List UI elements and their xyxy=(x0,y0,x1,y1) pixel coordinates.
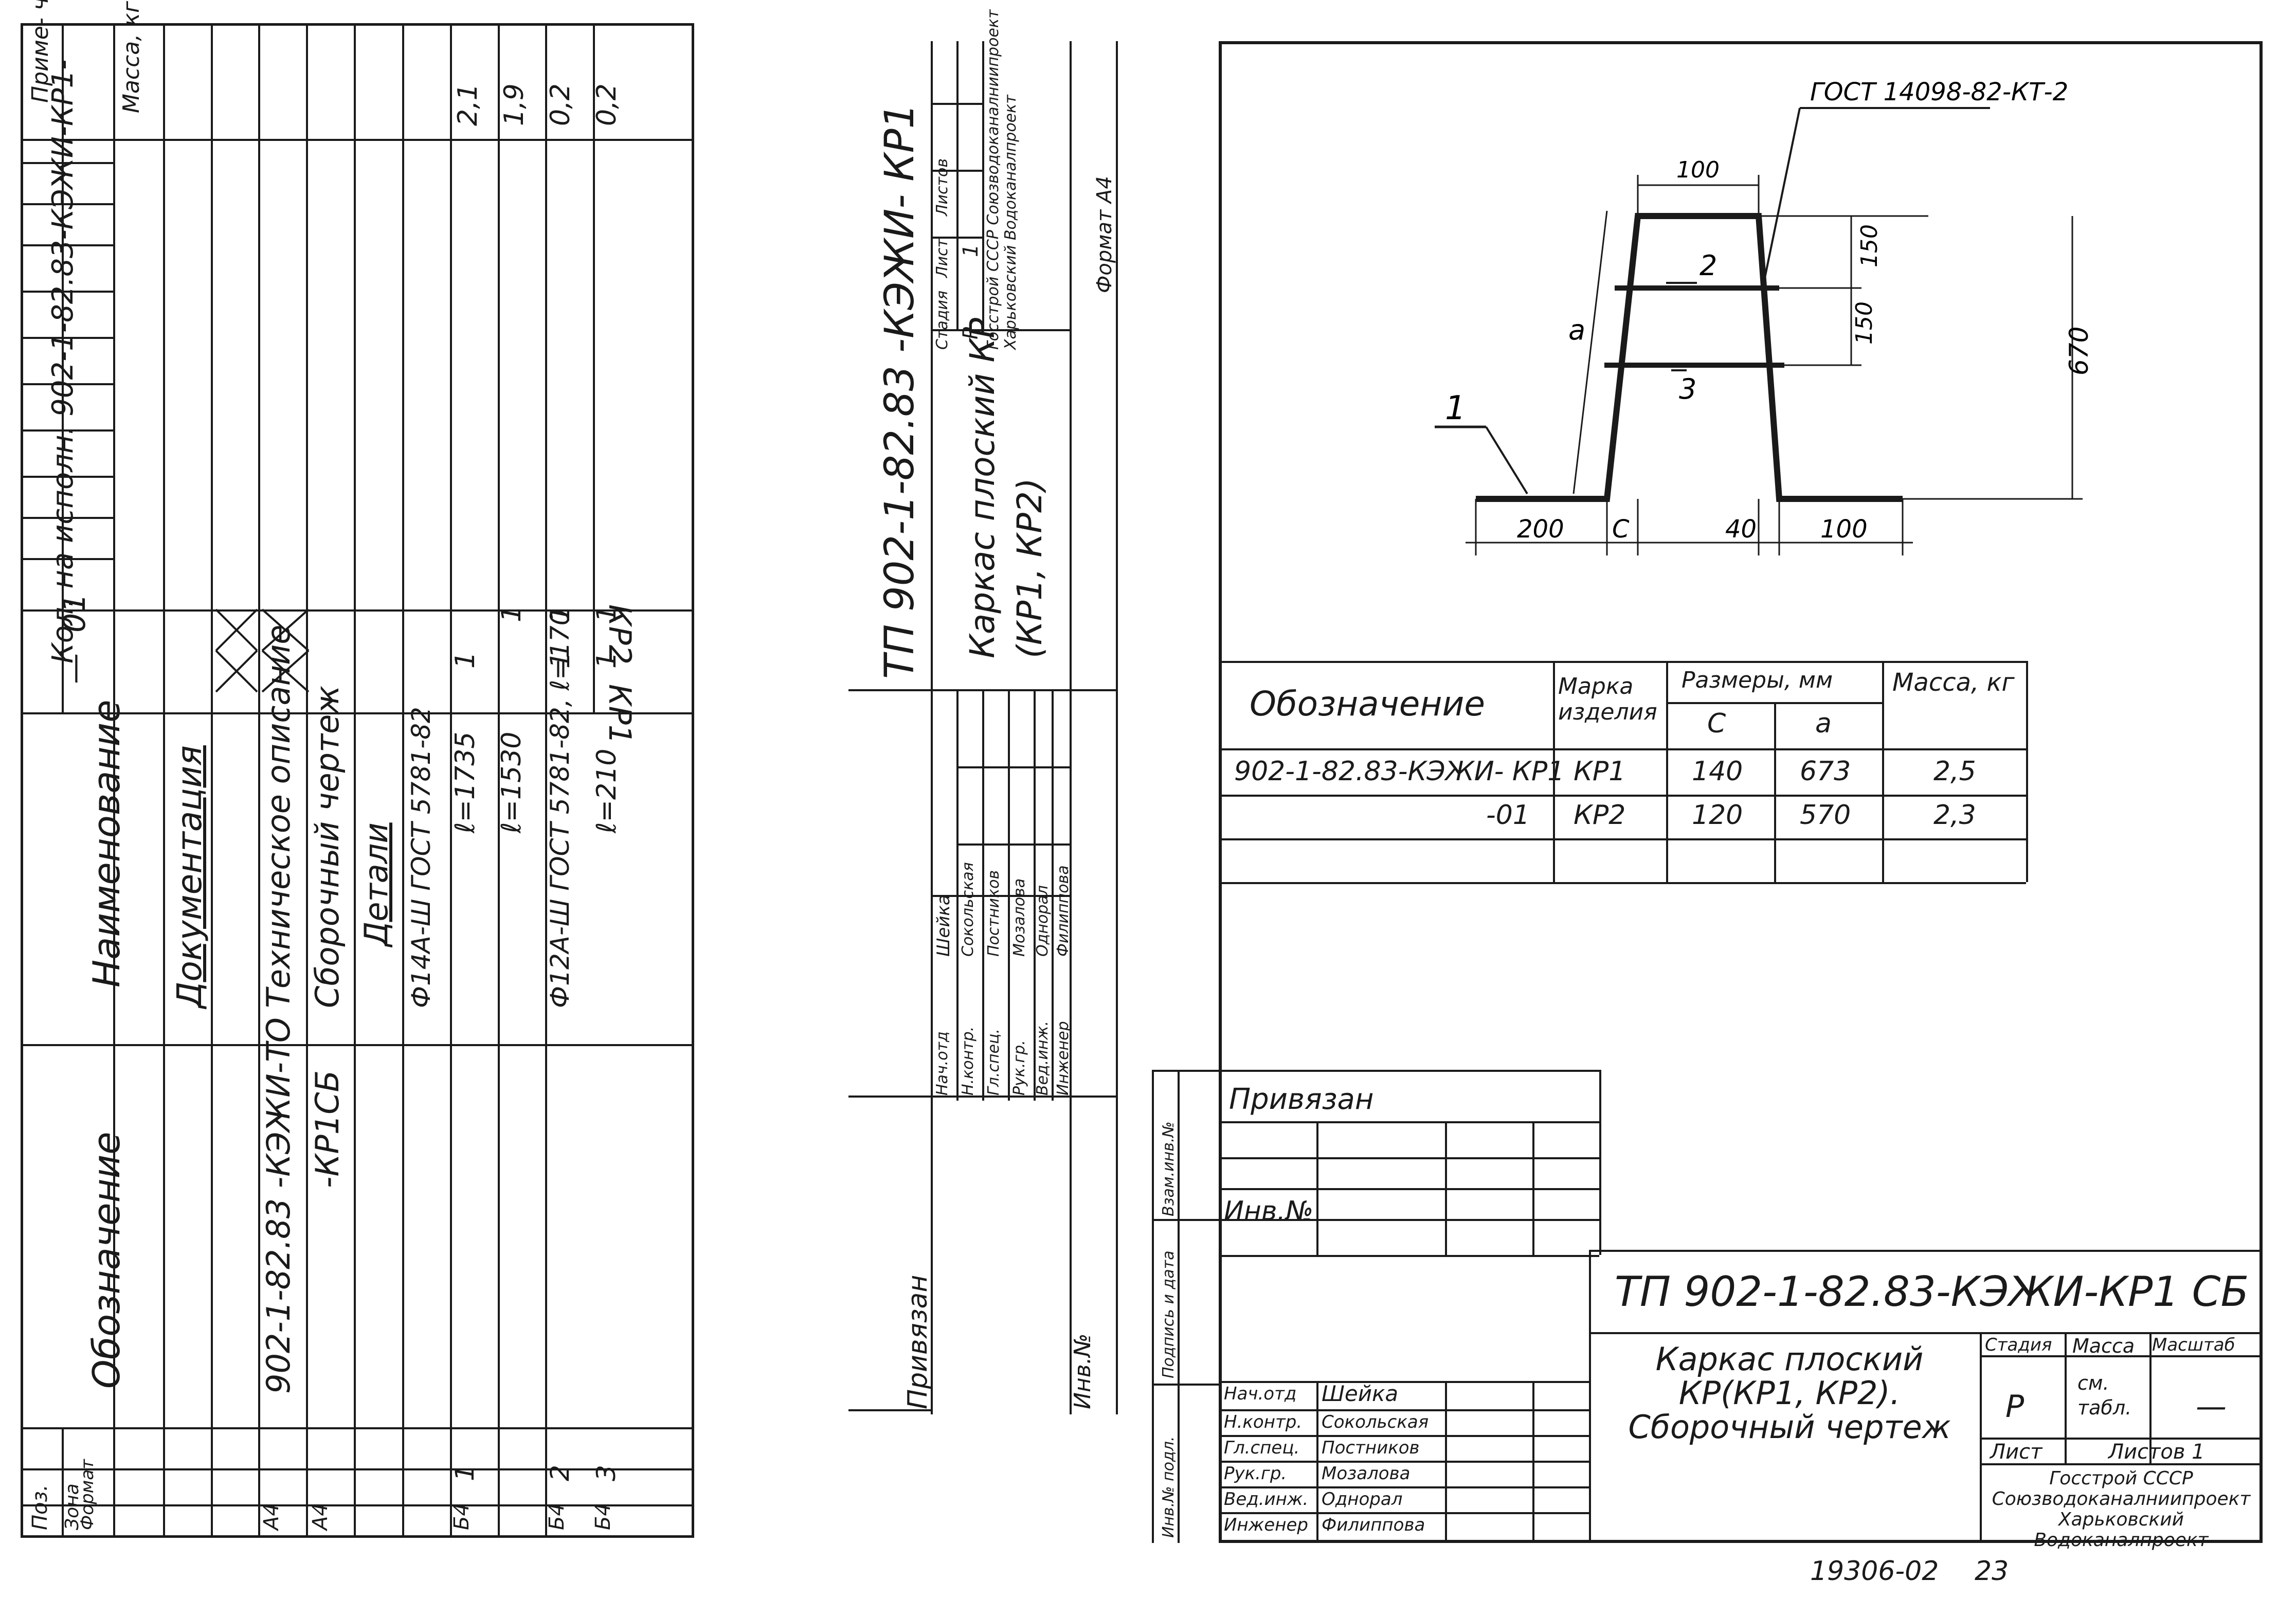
stamp-scale: — xyxy=(2196,1389,2227,1425)
stamp-stage-label: Стадия xyxy=(1985,1335,2052,1355)
footer-code: 19306-02 xyxy=(1810,1556,1939,1587)
middle-name: Постников xyxy=(985,870,1003,957)
stamp-sheet-label: Лист xyxy=(1990,1440,2042,1464)
pos-3: 3 xyxy=(1679,373,1696,405)
table-header-mass: Масса, кг xyxy=(1892,668,2015,697)
table-cell-c: 140 xyxy=(1692,756,1743,787)
stamp-name: Филиппова xyxy=(1322,1515,1425,1535)
spec-cross-marks xyxy=(215,608,310,693)
middle-stage-label: Стадия xyxy=(933,290,951,350)
pos-2: 2 xyxy=(1700,249,1717,282)
table-cell-designation: 902-1-82.83-КЭЖИ- КР1 xyxy=(1234,756,1565,787)
middle-sheet-label: Лист xyxy=(933,238,951,278)
stamp-title: Каркас плоский КР(КР1, КР2). Сборочный ч… xyxy=(1628,1340,1951,1446)
table-cell-mark: КР1 xyxy=(1574,756,1626,787)
dim-a: а xyxy=(1568,314,1585,346)
stamp-role: Рук.гр. xyxy=(1224,1463,1287,1484)
middle-name: Сокольская xyxy=(959,862,977,957)
stamp-name: Постников xyxy=(1322,1438,1420,1458)
stamp-stage: Р xyxy=(2005,1389,2024,1425)
middle-sheet xyxy=(848,41,1118,1414)
bound-label: Привязан xyxy=(1229,1083,1374,1116)
dim-gap: 40 xyxy=(1725,515,1757,544)
inv-label: Инв.№ xyxy=(1224,1196,1314,1227)
stamp-role: Инженер xyxy=(1224,1515,1308,1535)
dim-left: 200 xyxy=(1517,515,1564,544)
gost-label: ГОСТ 14098-82-КТ-2 xyxy=(1810,78,2068,106)
middle-name: Однорал xyxy=(1034,885,1052,957)
frame-drawing: ГОСТ 14098-82-КТ-2 100 150 150 670 а 200… xyxy=(1435,78,2094,555)
stamp-org: Госстрой СССР Союзводоканалниипроект Хар… xyxy=(1992,1468,2251,1551)
table-cell-mass: 2,3 xyxy=(1933,800,1976,831)
table-cell-designation: -01 xyxy=(1486,800,1530,831)
table-cell-a: 673 xyxy=(1800,756,1851,787)
middle-role: Инженер xyxy=(1054,1021,1072,1096)
stamp-mass: см. табл. xyxy=(2077,1372,2132,1419)
table-cell-c: 120 xyxy=(1692,800,1743,831)
side-label-inv: Инв.№ подл. xyxy=(1160,1436,1178,1538)
side-label-sign: Подпись и дата xyxy=(1160,1250,1178,1379)
stamp-name: Мозалова xyxy=(1322,1463,1411,1484)
middle-stage: Р xyxy=(959,327,983,339)
stamp-code: ТП 902-1-82.83-КЭЖИ-КР1 СБ xyxy=(1615,1268,2249,1316)
table-cell-mark: КР2 xyxy=(1574,800,1626,831)
table-header-mark: Марка изделия xyxy=(1558,673,1657,725)
dim-right: 100 xyxy=(1820,515,1868,544)
middle-name: Шейка xyxy=(933,894,954,957)
middle-sheets-label: Листов xyxy=(933,158,951,216)
middle-format: Формат А4 xyxy=(1093,176,1116,293)
middle-role: Рук.гр. xyxy=(1010,1040,1028,1096)
bar-1-outline xyxy=(1476,213,1903,502)
side-label-replace: Взам.инв.№ xyxy=(1160,1121,1178,1216)
dim-h2: 150 xyxy=(1851,301,1877,345)
stamp-role: Н.контр. xyxy=(1224,1412,1303,1432)
spec-sheet-frame xyxy=(21,23,694,1538)
stamp-scale-label: Масштаб xyxy=(2152,1335,2235,1355)
table-cell-mass: 2,5 xyxy=(1933,756,1976,787)
stamp-sheets-label: Листов 1 xyxy=(2108,1440,2205,1464)
table-header-sizes: Размеры, мм xyxy=(1682,667,1833,693)
middle-inv-label: Инв.№ xyxy=(1070,1333,1096,1409)
middle-bound-label: Привязан xyxy=(902,1274,933,1409)
middle-role: Гл.спец. xyxy=(985,1029,1003,1096)
dim-total: 670 xyxy=(2064,327,2094,375)
stamp-mass-label: Масса xyxy=(2072,1335,2135,1357)
right-sheet-frame xyxy=(1219,41,2263,1543)
table-header-designation: Обозначение xyxy=(1250,684,1485,724)
table-header-c: С xyxy=(1707,708,1726,739)
middle-title-code: ТП 902-1-82.83 -КЭЖИ- КР1 xyxy=(877,103,923,679)
stamp-role: Вед.инж. xyxy=(1224,1489,1309,1510)
pos-1: 1 xyxy=(1445,389,1466,427)
table-cell-a: 570 xyxy=(1800,800,1851,831)
stamp-name: Сокольская xyxy=(1322,1412,1429,1432)
dim-h1: 150 xyxy=(1856,224,1883,267)
spec-table xyxy=(21,23,694,1538)
stamp-name: Шейка xyxy=(1322,1381,1399,1406)
table-header-a: а xyxy=(1815,708,1832,739)
dimension-table: Обозначение Марка изделия Размеры, мм С … xyxy=(1219,661,2028,892)
stamp-role: Гл.спец. xyxy=(1224,1438,1300,1458)
middle-name: Мозалова xyxy=(1010,878,1028,957)
dim-c: С xyxy=(1612,515,1630,544)
middle-role: Н.контр. xyxy=(959,1026,977,1096)
middle-role: Нач.отд xyxy=(933,1031,951,1096)
middle-sheet: 1 xyxy=(959,244,983,257)
dim-top: 100 xyxy=(1676,157,1720,183)
middle-name: Филиппова xyxy=(1054,865,1072,957)
middle-role: Вед.инж. xyxy=(1034,1021,1052,1096)
stamp-role: Нач.отд xyxy=(1224,1384,1297,1404)
bound-block xyxy=(1152,1070,1601,1543)
stamp-name: Однорал xyxy=(1322,1489,1403,1510)
footer-page: 23 xyxy=(1975,1556,2009,1587)
main-stamp xyxy=(1219,1250,2263,1543)
